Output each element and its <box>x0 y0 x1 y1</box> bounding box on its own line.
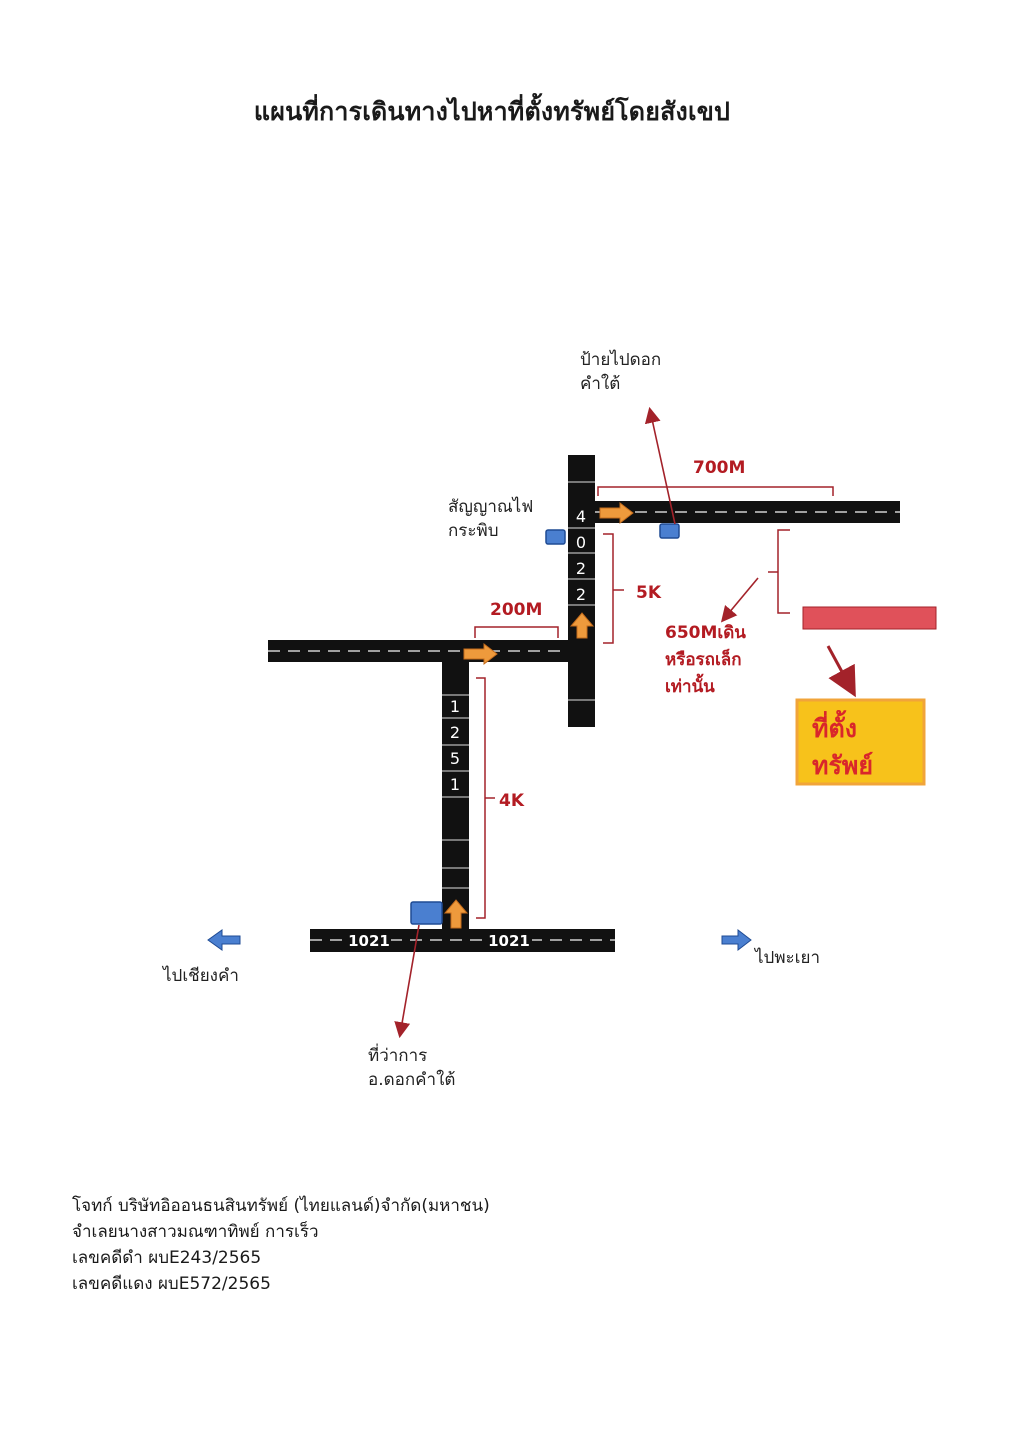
distance-4k: 4K <box>499 791 525 811</box>
district-office-label: ที่ว่าการ อ.ดอกคำใต้ <box>368 1046 456 1090</box>
distance-brackets <box>474 486 834 919</box>
road-4022-digit: 2 <box>576 585 586 604</box>
road-1251: 1 2 5 1 <box>442 660 469 932</box>
road-4022-digit: 0 <box>576 533 586 552</box>
road-1021-label-left: 1021 <box>348 932 390 950</box>
road-1251-digit: 5 <box>450 749 460 768</box>
pointer-to-property <box>826 645 856 698</box>
case-info: โจทก์ บริษัทอิออนธนสินทรัพย์ (ไทยแลนด์)จ… <box>72 1193 490 1297</box>
arrow-left-icon <box>207 929 241 951</box>
pointer-to-sign <box>644 406 676 525</box>
defendant-line: จำเลยนางสาวมณฑาทิพย์ การเร็ว <box>72 1222 319 1242</box>
distance-700m: 700M <box>693 458 745 478</box>
road-1251-digit: 1 <box>450 775 460 794</box>
to-phayao-label: ไปพะเยา <box>755 948 820 968</box>
property-box <box>797 700 924 784</box>
arrow-right-icon <box>721 928 752 952</box>
sign-label: ป้ายไปดอก คำใต้ <box>580 350 662 394</box>
road-middle-horizontal <box>268 640 594 662</box>
traffic-light-marker-icon <box>545 529 566 545</box>
road-4022: 4 0 2 2 <box>568 455 595 727</box>
road-1251-digit: 1 <box>450 697 460 716</box>
property-location-bar <box>802 606 937 630</box>
property-label-line2: ทรัพย์ <box>812 751 873 780</box>
black-case-number: เลขคดีดำ ผบE243/2565 <box>72 1248 262 1268</box>
pointer-to-650m-note <box>720 577 759 623</box>
road-top-horizontal <box>595 501 900 523</box>
direction-arrows <box>443 501 634 929</box>
distance-200m: 200M <box>490 600 542 620</box>
page-title: แผนที่การเดินทางไปหาที่ตั้งทรัพย์โดยสังเ… <box>253 97 731 126</box>
district-office-marker-icon <box>410 901 443 925</box>
arrow-right-icon <box>599 501 634 525</box>
arrow-right-icon <box>463 642 498 666</box>
road-1251-digit: 2 <box>450 723 460 742</box>
arrow-up-icon <box>569 612 595 639</box>
pointer-to-district-office <box>394 924 420 1039</box>
traffic-light-label: สัญญาณไฟ กระพิบ <box>448 497 534 541</box>
plaintiff-line: โจทก์ บริษัทอิออนธนสินทรัพย์ (ไทยแลนด์)จ… <box>72 1196 490 1216</box>
road-4022-digit: 2 <box>576 559 586 578</box>
road-1021: 1021 1021 <box>310 929 615 952</box>
road-1021-label-right: 1021 <box>488 932 530 950</box>
red-case-number: เลขคดีแดง ผบE572/2565 <box>72 1274 271 1294</box>
walk-or-small-vehicle-note: 650Mเดิน หรือรถเล็ก เท่านั้น <box>665 623 746 697</box>
sign-marker-icon <box>659 523 680 539</box>
to-chiang-kham-label: ไปเชียงคำ <box>163 966 239 986</box>
road-4022-digit: 4 <box>576 507 586 526</box>
property-label-line1: ที่ตั้ง <box>812 709 857 743</box>
distance-5k: 5K <box>636 583 662 603</box>
arrow-up-icon <box>443 899 469 929</box>
